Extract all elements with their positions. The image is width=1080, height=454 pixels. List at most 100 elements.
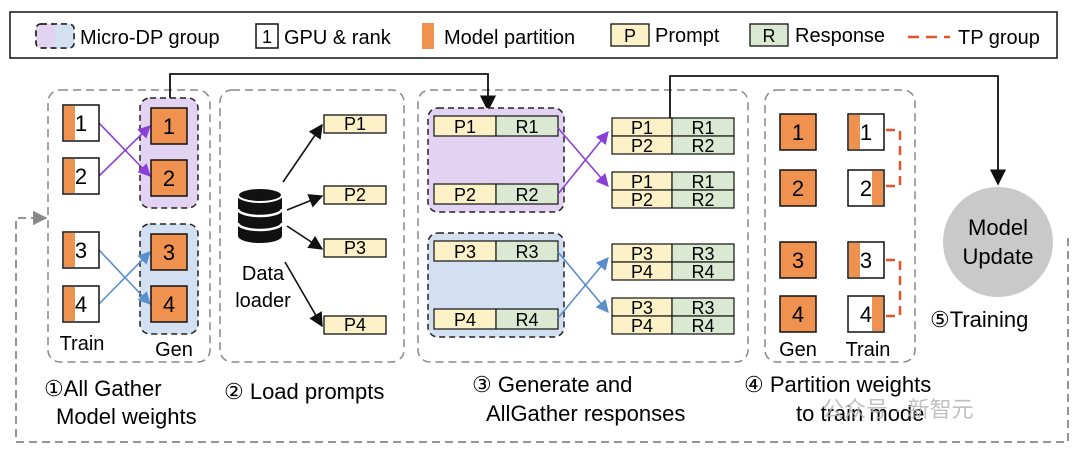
watermark: 公众号 · 新智元 bbox=[822, 397, 974, 422]
stage3-response-label: R4 bbox=[515, 310, 538, 330]
stage4-panel bbox=[764, 89, 916, 363]
stage4-gen-gpu-4-label: 4 bbox=[792, 302, 804, 327]
stage3-output-prompt-label: P2 bbox=[631, 190, 653, 210]
stage3-output-response-cell bbox=[671, 189, 735, 209]
stage3-prompt-label: P4 bbox=[454, 310, 476, 330]
stage3-output-response-cell bbox=[671, 315, 735, 335]
stage2-load-arrow bbox=[286, 225, 324, 250]
stage3-caption-line1: ③ Generate and bbox=[472, 372, 632, 397]
stage1-train-gpu-3-label: 3 bbox=[75, 238, 87, 263]
stage4-train-gpu-4-label: 4 bbox=[860, 302, 872, 327]
stage1-gen-gpus: 1 2 3 4 bbox=[150, 107, 188, 323]
model-update-label-line2: Update bbox=[963, 244, 1034, 269]
stage1-caption-line2: Model weights bbox=[56, 404, 197, 429]
stage1-allgather-arrow bbox=[98, 251, 151, 305]
stage3-panel bbox=[417, 89, 749, 363]
stage4-gen-gpu-3-label: 3 bbox=[792, 248, 804, 273]
responses-to-update-arrow bbox=[669, 75, 1007, 186]
stage3-response-label: R3 bbox=[515, 242, 538, 262]
legend-response-swatch-text: R bbox=[763, 26, 776, 46]
stage2-prompt-label: P1 bbox=[344, 114, 366, 134]
stage3-output-response-label: R3 bbox=[691, 298, 714, 318]
stage4-train-gpu-3: 3 bbox=[847, 241, 885, 279]
stage2-prompt-P2: P2 bbox=[323, 185, 387, 205]
model-update-label-line1: Model bbox=[968, 215, 1028, 240]
stage3-response-label: R1 bbox=[515, 117, 538, 137]
stage2-prompt-P1: P1 bbox=[323, 114, 387, 134]
data-loader-label-line2: loader bbox=[235, 290, 291, 312]
stage3-output-response-cell bbox=[671, 135, 735, 155]
stage3-output-prompt-label: P4 bbox=[631, 316, 653, 336]
stage4-gen-gpu-1-label: 1 bbox=[792, 120, 804, 145]
stage3-output-response-label: R3 bbox=[691, 244, 714, 264]
stage1-allgather-arrows bbox=[98, 122, 151, 305]
stage3-output-prompt-label: P3 bbox=[631, 298, 653, 318]
stage4-train-gpu-2: 2 bbox=[847, 169, 885, 207]
stage1-gen-gpu-4-label: 4 bbox=[163, 292, 175, 317]
legend-gpu-swatch bbox=[255, 23, 279, 49]
stage1-train-gpus: 1 2 3 4 bbox=[62, 104, 100, 323]
stage3-prompt-label: P1 bbox=[454, 117, 476, 137]
stage3-output-prompt-label: P1 bbox=[631, 118, 653, 138]
stage1-train-gpu-4-label: 4 bbox=[75, 292, 87, 317]
stage2-prompt-P4: P4 bbox=[323, 315, 387, 335]
legend-partition-label: Model partition bbox=[444, 27, 575, 49]
stage3-allgather-arrow bbox=[557, 257, 609, 319]
stage1-train-gpu-3: 3 bbox=[62, 231, 100, 269]
legend-response-swatch bbox=[749, 23, 789, 47]
stage3-output-prompt-label: P4 bbox=[631, 262, 653, 282]
stage2-prompt-label: P3 bbox=[344, 238, 366, 258]
stage2-prompt-label: P2 bbox=[344, 185, 366, 205]
legend-gpu-label: GPU & rank bbox=[284, 27, 392, 49]
stage3-prompt-label: P3 bbox=[454, 242, 476, 262]
stage3-response-cell bbox=[495, 240, 559, 262]
stage4-gen-gpu-2-label: 2 bbox=[792, 176, 804, 201]
legend-gpu-swatch-text: 1 bbox=[262, 27, 272, 47]
stage1-allgather-arrow bbox=[98, 125, 151, 177]
stage3-caption-line2: AllGather responses bbox=[486, 401, 685, 426]
stage3-output-prompt-label: P2 bbox=[631, 136, 653, 156]
stage2-prompt-label: P4 bbox=[344, 315, 366, 335]
stage3-allgather-arrows bbox=[557, 127, 609, 319]
stage4-train-gpu-3-label: 3 bbox=[860, 248, 872, 273]
stage3-output-response-label: R1 bbox=[691, 118, 714, 138]
tp-group-bracket-bottom bbox=[886, 258, 902, 318]
stage3-output-prompt-label: P1 bbox=[631, 172, 653, 192]
stage3-prompt-label: P2 bbox=[454, 185, 476, 205]
data-loader-database-icon bbox=[236, 187, 284, 243]
stage4-train-gpu-4: 4 bbox=[847, 295, 885, 333]
stage1-gen-gpu-3-label: 3 bbox=[163, 240, 175, 265]
stage4-caption-line1: ④ Partition weights bbox=[744, 372, 931, 397]
stage4-gen-gpu-1: 1 bbox=[779, 113, 817, 151]
stage4-train-gpu-1-label: 1 bbox=[860, 120, 872, 145]
gather-to-generate-arrow bbox=[169, 73, 497, 112]
stage1-gen-gpu-2: 2 bbox=[150, 159, 188, 197]
stage3-output-response-cell bbox=[671, 261, 735, 281]
stage4-gen-gpu-4: 4 bbox=[779, 295, 817, 333]
stage1-gen-label: Gen bbox=[155, 339, 193, 361]
legend-prompt-swatch-text: P bbox=[624, 26, 636, 46]
stage2-load-arrow bbox=[282, 123, 323, 183]
stage3-output-prompt-label: P3 bbox=[631, 244, 653, 264]
legend-prompt-swatch bbox=[610, 23, 650, 47]
stage1-train-gpu-2: 2 bbox=[62, 157, 100, 195]
stage4-train-gpu-2-label: 2 bbox=[860, 176, 872, 201]
stage2-panel bbox=[219, 89, 405, 363]
stage1-gen-gpu-1: 1 bbox=[150, 107, 188, 145]
stage1-allgather-arrow bbox=[98, 122, 151, 177]
stage1-gen-gpu-1-label: 1 bbox=[163, 114, 175, 139]
feedback-loop-line bbox=[15, 210, 1069, 443]
stage4-gen-label: Gen bbox=[779, 339, 817, 361]
stage3-response-cell bbox=[495, 308, 559, 330]
stage1-train-gpu-1-label: 1 bbox=[75, 111, 87, 136]
stage2-load-arrows bbox=[282, 123, 324, 328]
stage5-caption: ⑤Training bbox=[930, 307, 1028, 332]
stage1-train-label: Train bbox=[60, 333, 105, 355]
